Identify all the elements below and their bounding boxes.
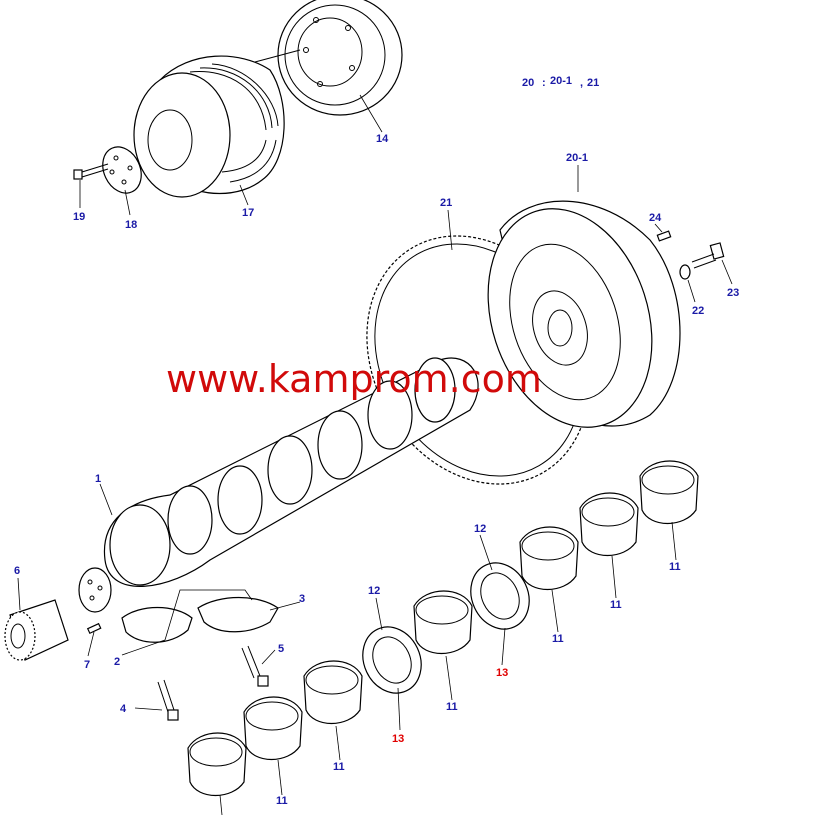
note-part-20: 20 xyxy=(522,77,534,89)
part-label: 6 xyxy=(14,565,20,577)
note-part-20-1: 20-1 xyxy=(550,75,572,87)
part-label: 11 xyxy=(610,599,622,611)
belt-pulley-part xyxy=(133,49,301,198)
part-label: 12 xyxy=(368,585,380,597)
main-bearing-part xyxy=(187,732,247,796)
thrust-washer-part xyxy=(362,626,422,694)
part-label: 3 xyxy=(299,593,305,605)
part-label: 20-1 xyxy=(566,152,588,164)
counterweight-part xyxy=(197,596,279,633)
part-label: 5 xyxy=(278,643,284,655)
assembly-note: 20 : 20-1 , 21 xyxy=(522,75,599,89)
part-label: 11 xyxy=(552,633,564,645)
part-label: 11 xyxy=(446,701,458,713)
part-label: 22 xyxy=(692,305,704,317)
part-label: 19 xyxy=(73,211,85,223)
timing-gear-part xyxy=(4,599,69,661)
note-separator: : xyxy=(542,77,546,89)
note-separator: , xyxy=(580,77,583,89)
pulley-disc-part xyxy=(277,0,403,116)
part-label: 7 xyxy=(84,659,90,671)
flywheel-bolt-part xyxy=(691,242,725,269)
main-bearing-part xyxy=(303,660,363,724)
part-label: 11 xyxy=(669,561,681,573)
part-label: 2 xyxy=(114,656,120,668)
part-label: 13 xyxy=(496,667,508,679)
part-label: 13 xyxy=(392,733,404,745)
bolt-part xyxy=(73,163,109,180)
main-bearing-part xyxy=(519,526,579,590)
watermark-text: www.kamprom.com xyxy=(166,357,542,401)
part-label: 14 xyxy=(376,133,389,145)
crankshaft-part xyxy=(78,357,479,613)
counterweight-part xyxy=(121,607,193,643)
plate-part xyxy=(102,146,142,194)
flywheel-part xyxy=(487,200,681,428)
part-label: 23 xyxy=(727,287,739,299)
counterweight-bolt-part xyxy=(157,679,179,721)
part-labels: 14 17 18 19 20-1 21 24 22 23 1 6 7 2 3 4… xyxy=(14,133,739,807)
main-bearing-part xyxy=(243,696,303,760)
main-bearing-part xyxy=(413,590,473,654)
part-label: 11 xyxy=(276,795,288,807)
thrust-washer-part xyxy=(470,562,530,630)
main-bearing-part xyxy=(639,460,699,524)
part-label: 11 xyxy=(333,761,345,773)
part-label: 21 xyxy=(440,197,452,209)
leader-lines xyxy=(17,94,733,816)
part-label: 1 xyxy=(95,473,101,485)
part-label: 4 xyxy=(120,703,127,715)
main-bearing-part xyxy=(579,492,639,556)
note-part-21: 21 xyxy=(587,77,599,89)
part-label: 17 xyxy=(242,207,254,219)
part-label: 18 xyxy=(125,219,137,231)
washer-part xyxy=(679,264,691,280)
key-part xyxy=(86,622,102,635)
counterweight-bolt-part xyxy=(241,645,269,687)
dowel-pin-part xyxy=(656,230,672,242)
part-label: 24 xyxy=(649,212,662,224)
part-label: 12 xyxy=(474,523,486,535)
